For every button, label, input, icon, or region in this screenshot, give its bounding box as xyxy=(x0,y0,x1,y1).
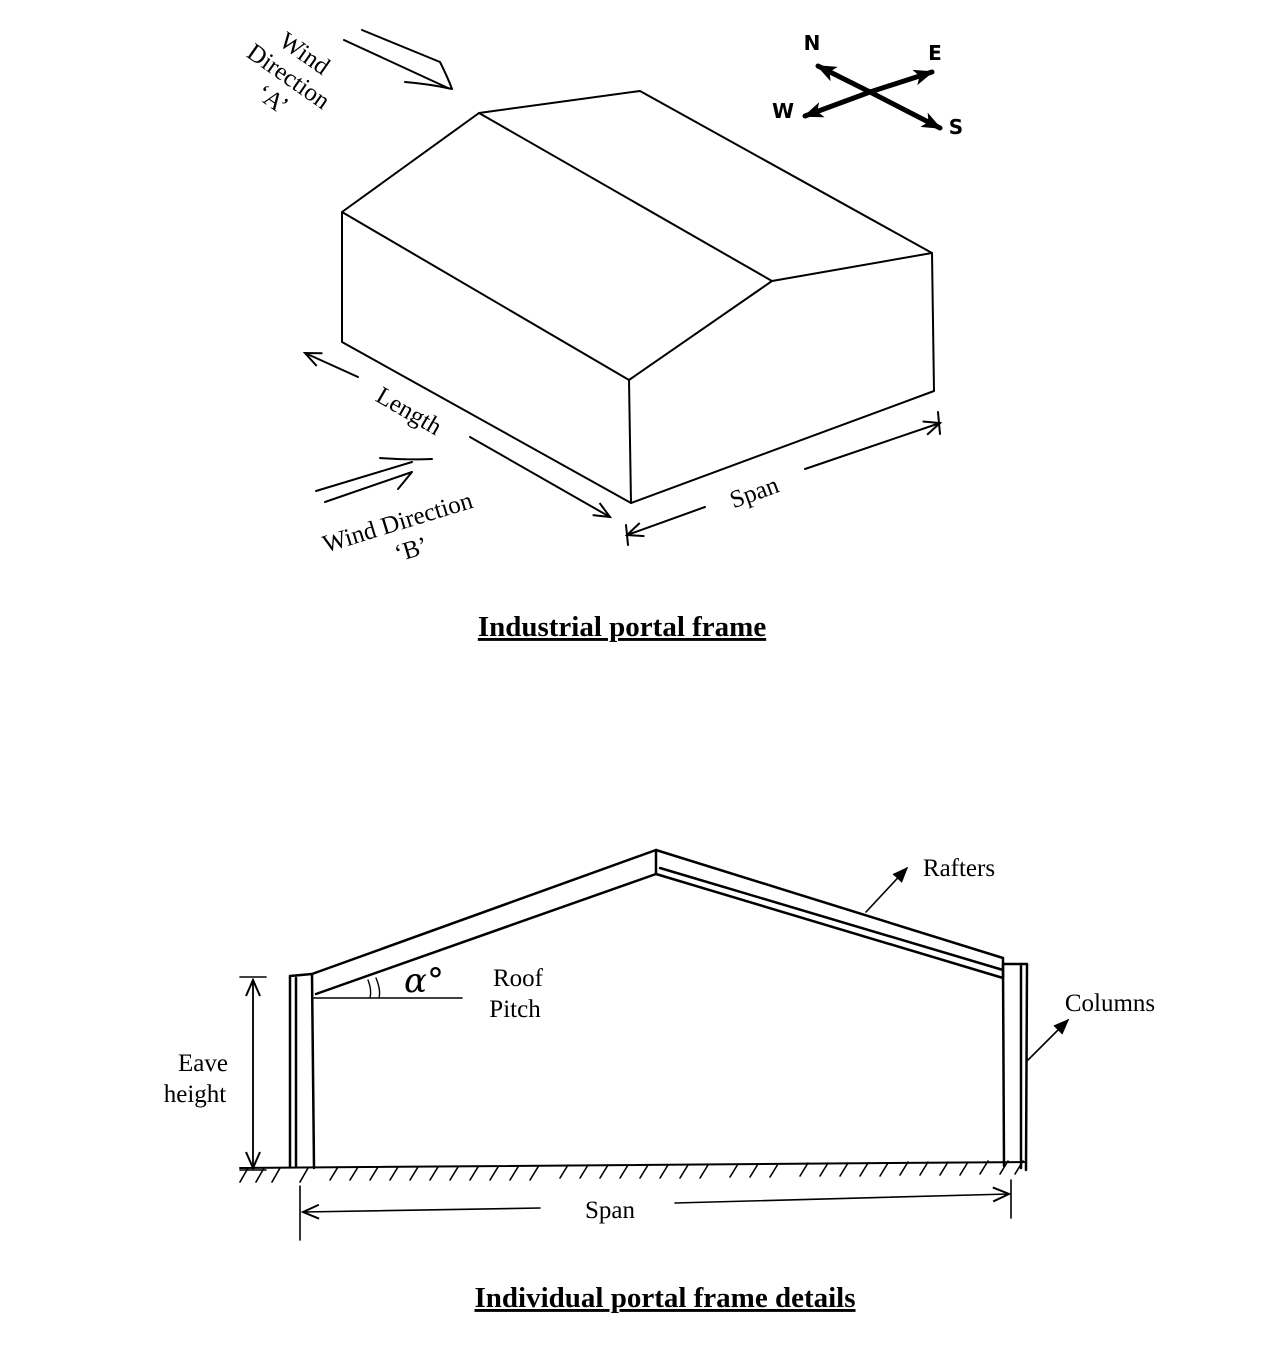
wind-direction-a-arrow xyxy=(343,29,453,90)
svg-text:‘B’: ‘B’ xyxy=(391,532,431,568)
roof-pitch-label-line2: Pitch xyxy=(489,996,541,1023)
isometric-building xyxy=(341,90,935,504)
gable-end-wall xyxy=(630,252,935,504)
left-rafter xyxy=(310,848,658,996)
caption-industrial-portal-frame: Industrial portal frame xyxy=(478,611,767,643)
wind-direction-b-arrow xyxy=(315,457,433,503)
columns-leader-arrow xyxy=(1027,1018,1070,1061)
right-rafter xyxy=(654,848,1005,980)
wind-direction-b-label: Wind Direction ‘B’ xyxy=(320,487,477,568)
compass-south: S xyxy=(949,115,963,139)
wind-direction-a-label: Wind Direction ‘A’ xyxy=(242,27,335,120)
span-dimension-bottom xyxy=(299,1179,1012,1241)
span-label-top: Span xyxy=(726,472,783,515)
left-column xyxy=(288,972,316,1170)
eave-height-label-line2: height xyxy=(164,1081,227,1108)
compass-east: E xyxy=(928,41,942,65)
rafters-leader-arrow xyxy=(865,866,909,913)
span-label-bottom: Span xyxy=(585,1197,636,1224)
compass-north: N xyxy=(804,31,821,55)
span-dimension-top: Span xyxy=(626,411,940,546)
angle-alpha-symbol: α° xyxy=(404,961,444,1001)
roof-front-slope xyxy=(341,112,773,381)
eave-height-dimension xyxy=(239,976,267,1171)
length-label: Length xyxy=(371,382,446,441)
roof-pitch-angle: α° xyxy=(313,961,463,1001)
rafters-label: Rafters xyxy=(923,855,995,882)
roof-pitch-label-line1: Roof xyxy=(493,965,544,992)
ground-hatching xyxy=(239,1160,1024,1183)
eave-height-label-line1: Eave xyxy=(178,1050,228,1077)
compass-icon: N E S W xyxy=(772,31,963,139)
compass-west: W xyxy=(772,99,794,123)
right-column xyxy=(1001,962,1029,1172)
long-side-wall xyxy=(341,211,632,504)
portal-frame-section xyxy=(239,848,1029,1183)
caption-individual-portal-frame-details: Individual portal frame details xyxy=(474,1282,855,1314)
columns-label: Columns xyxy=(1065,990,1155,1017)
roof-back-slope xyxy=(478,90,933,282)
ground-line xyxy=(239,1161,1027,1169)
